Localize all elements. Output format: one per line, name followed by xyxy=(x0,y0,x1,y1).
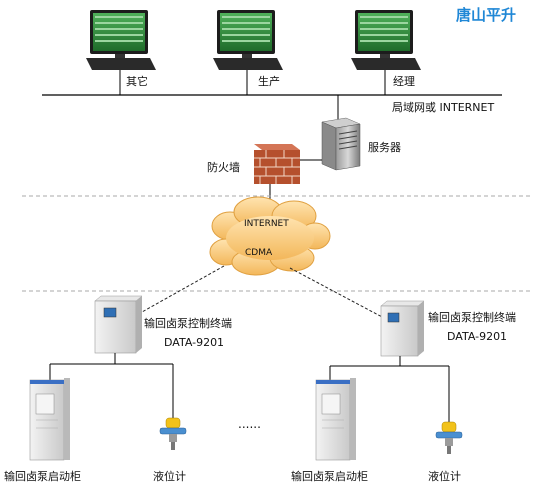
computer-label-manager: 经理 xyxy=(393,75,415,88)
server xyxy=(321,117,361,171)
meter-right-label: 液位计 xyxy=(428,470,461,483)
brand-title: 唐山平升 xyxy=(456,6,517,24)
control-terminal-left xyxy=(94,295,143,354)
firewall xyxy=(254,144,300,184)
start-cabinet-left xyxy=(29,378,70,461)
control-terminal-right xyxy=(380,300,425,357)
wireless-link-right xyxy=(289,267,385,319)
computer-label-other: 其它 xyxy=(126,75,148,88)
wireless-link-left xyxy=(141,265,225,313)
server-label: 服务器 xyxy=(368,141,401,154)
computer-production xyxy=(213,10,283,70)
computer-manager xyxy=(351,10,421,70)
cloud xyxy=(209,196,331,276)
level-meter-right xyxy=(435,421,463,454)
cabinet-right-label: 输回卤泵启动柜 xyxy=(291,470,368,483)
meter-left-label: 液位计 xyxy=(153,470,186,483)
firewall-label: 防火墙 xyxy=(207,161,240,174)
computer-label-production: 生产 xyxy=(258,75,280,88)
cloud-label-cdma: CDMA xyxy=(245,248,273,258)
terminal-right-name: 输回卤泵控制终端 xyxy=(428,311,516,324)
terminal-left-name: 输回卤泵控制终端 xyxy=(144,317,232,330)
start-cabinet-right xyxy=(315,378,356,461)
lan-label: 局域网或 INTERNET xyxy=(392,101,495,114)
terminal-right-model: DATA-9201 xyxy=(447,330,508,343)
cloud-label-internet: INTERNET xyxy=(244,219,289,229)
cabinet-left-label: 输回卤泵启动柜 xyxy=(4,470,81,483)
level-meter-left xyxy=(159,417,187,450)
ellipsis: ...... xyxy=(238,417,261,431)
computer-other xyxy=(86,10,156,70)
terminal-left-model: DATA-9201 xyxy=(164,336,225,349)
